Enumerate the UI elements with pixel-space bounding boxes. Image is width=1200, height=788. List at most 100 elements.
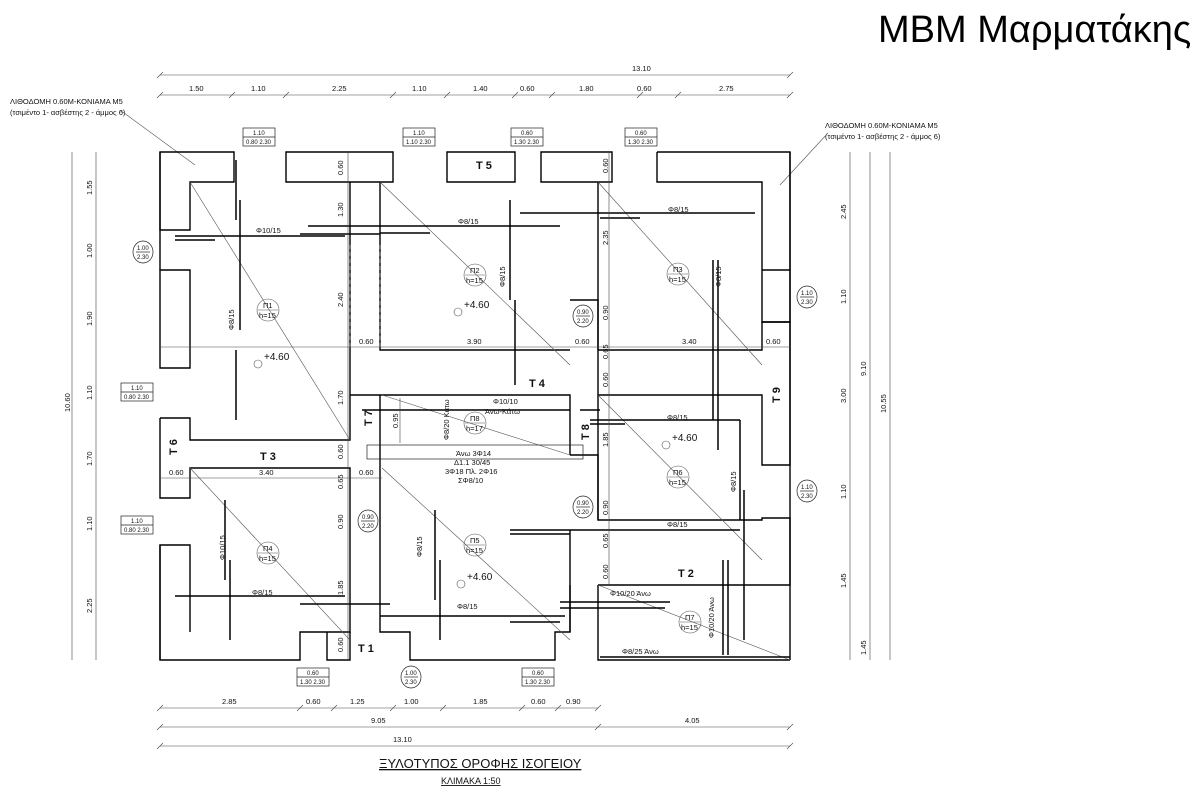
svg-text:Άνω-Κάτω: Άνω-Κάτω: [485, 407, 520, 416]
svg-text:0.90: 0.90: [577, 310, 589, 316]
svg-text:0.60: 0.60: [635, 131, 647, 137]
svg-text:1.10: 1.10: [839, 289, 848, 304]
walls: [159, 151, 791, 661]
svg-text:0.60: 0.60: [359, 337, 374, 346]
svg-text:Τ 9: Τ 9: [771, 387, 783, 403]
svg-text:0.80 2.30: 0.80 2.30: [124, 395, 150, 401]
svg-text:0.60: 0.60: [766, 337, 781, 346]
svg-text:0.90: 0.90: [362, 515, 374, 521]
slab-tag: Π8h=17: [463, 411, 487, 435]
svg-text:1.00: 1.00: [405, 671, 417, 677]
svg-text:h=15: h=15: [259, 311, 276, 320]
beam-labels: Τ 1 Τ 2 Τ 3 Τ 4 Τ 5 Τ 6 Τ 7 Τ 8 Τ 9: [168, 160, 783, 655]
svg-text:10.60: 10.60: [63, 393, 72, 412]
svg-text:1.80: 1.80: [579, 84, 594, 93]
svg-text:2.35: 2.35: [601, 230, 610, 245]
svg-text:+4.60: +4.60: [467, 572, 493, 583]
svg-text:2.30: 2.30: [801, 494, 813, 500]
svg-text:Φ8/15: Φ8/15: [252, 588, 273, 597]
svg-text:1.25: 1.25: [350, 697, 365, 706]
svg-text:Φ8/15: Φ8/15: [415, 536, 424, 557]
svg-text:9.10: 9.10: [859, 361, 868, 376]
rebar-lines: [175, 160, 790, 658]
svg-text:ΛΙΘΟΔΟΜΗ 0.60Μ-ΚΟΝΙΑΜΑ Μ5: ΛΙΘΟΔΟΜΗ 0.60Μ-ΚΟΝΙΑΜΑ Μ5: [825, 121, 938, 130]
svg-text:Φ8/15: Φ8/15: [667, 413, 688, 422]
svg-text:Τ 5: Τ 5: [476, 160, 492, 172]
svg-text:1.70: 1.70: [85, 451, 94, 466]
svg-text:Φ10/15: Φ10/15: [218, 535, 227, 560]
svg-text:2.45: 2.45: [839, 204, 848, 219]
svg-text:Π1: Π1: [263, 301, 273, 310]
svg-text:10.55: 10.55: [879, 394, 888, 413]
svg-text:1.85: 1.85: [601, 432, 610, 447]
svg-text:Φ8/15: Φ8/15: [457, 602, 478, 611]
svg-text:3Φ18 Πλ. 2Φ16: 3Φ18 Πλ. 2Φ16: [445, 467, 497, 476]
svg-text:0.90: 0.90: [577, 501, 589, 507]
svg-text:2.20: 2.20: [577, 510, 589, 516]
svg-text:1.00: 1.00: [137, 246, 149, 252]
interior-dimensions: 0.60 1.30 2.40 1.70 0.60 0.65 0.90 1.85 …: [160, 152, 790, 660]
svg-text:1.40: 1.40: [473, 84, 488, 93]
svg-text:Άνω 3Φ14: Άνω 3Φ14: [456, 449, 491, 458]
svg-text:Π4: Π4: [263, 544, 273, 553]
svg-text:2.30: 2.30: [801, 300, 813, 306]
svg-text:0.60: 0.60: [307, 671, 319, 677]
svg-text:3.40: 3.40: [682, 337, 697, 346]
svg-text:0.65: 0.65: [601, 533, 610, 548]
svg-text:1.00: 1.00: [85, 243, 94, 258]
svg-text:+4.60: +4.60: [464, 300, 490, 311]
svg-text:2.25: 2.25: [332, 84, 347, 93]
svg-text:0.65: 0.65: [336, 474, 345, 489]
svg-text:Τ 1: Τ 1: [358, 643, 374, 655]
svg-text:1.10: 1.10: [131, 519, 143, 525]
slab-diagonals: [189, 181, 791, 661]
svg-text:Φ10/10: Φ10/10: [493, 397, 518, 406]
svg-text:1.85: 1.85: [336, 580, 345, 595]
svg-text:0.60: 0.60: [575, 337, 590, 346]
svg-text:Τ 2: Τ 2: [678, 568, 694, 580]
drawing-scale: ΚΛΙΜΑΚΑ 1:50: [441, 776, 501, 786]
svg-text:0.60: 0.60: [336, 160, 345, 175]
svg-text:13.10: 13.10: [393, 735, 412, 744]
svg-text:Φ10/20 Άνω: Φ10/20 Άνω: [610, 589, 651, 598]
slab-tag: Π2h=15: [463, 263, 487, 287]
svg-text:1.10 2.30: 1.10 2.30: [406, 140, 432, 146]
slab-tag: Π1h=15: [256, 298, 280, 322]
svg-text:1.30 2.30: 1.30 2.30: [300, 680, 326, 686]
slab-tag: Π3h=15: [666, 262, 690, 286]
svg-text:0.60: 0.60: [359, 468, 374, 477]
svg-text:0.95: 0.95: [391, 413, 400, 428]
svg-text:1.10: 1.10: [85, 385, 94, 400]
svg-text:h=15: h=15: [681, 623, 698, 632]
slab-tags: Π1h=15 Π2h=15 Π3h=15 Π8h=17 Π6h=15 Π4h=1…: [256, 262, 702, 634]
masonry-note-left: ΛΙΘΟΔΟΜΗ 0.60Μ-ΚΟΝΙΑΜΑ Μ5 (τσιμέντο 1- α…: [10, 97, 196, 166]
slab-tag: Π5h=15: [463, 533, 487, 557]
svg-text:0.60: 0.60: [531, 697, 546, 706]
svg-text:1.10: 1.10: [839, 484, 848, 499]
svg-text:h=17: h=17: [466, 424, 483, 433]
svg-text:0.60: 0.60: [306, 697, 321, 706]
svg-text:Τ 8: Τ 8: [580, 424, 592, 440]
svg-text:h=15: h=15: [466, 546, 483, 555]
left-dimensions: 10.60 1.55 1.00 1.90 1.10 1.70 1.10 2.25: [63, 152, 97, 660]
svg-text:3.90: 3.90: [467, 337, 482, 346]
elevation-marks: +4.60 +4.60 +4.60 +4.60: [253, 300, 698, 589]
svg-text:ΣΦ8/10: ΣΦ8/10: [458, 476, 483, 485]
svg-text:Φ8/15: Φ8/15: [668, 205, 689, 214]
brand-title: ΜΒΜ Μαρματάκης: [878, 9, 1191, 51]
svg-text:2.30: 2.30: [137, 255, 149, 261]
svg-text:Π8: Π8: [470, 414, 480, 423]
svg-text:0.60: 0.60: [521, 131, 533, 137]
beam-note: Άνω 3Φ14 Δ1.1 30/45 3Φ18 Πλ. 2Φ16 ΣΦ8/10: [445, 449, 497, 485]
svg-text:Π2: Π2: [470, 266, 480, 275]
svg-text:Φ10/15: Φ10/15: [256, 226, 281, 235]
svg-text:h=15: h=15: [669, 275, 686, 284]
masonry-note-right: ΛΙΘΟΔΟΜΗ 0.60Μ-ΚΟΝΙΑΜΑ Μ5 (τσιμέντο 1- α…: [779, 121, 941, 186]
slab-tag: Π6h=15: [666, 465, 690, 489]
svg-text:2.20: 2.20: [362, 524, 374, 530]
svg-text:1.50: 1.50: [189, 84, 204, 93]
svg-text:1.10: 1.10: [413, 131, 425, 137]
svg-text:1.10: 1.10: [131, 386, 143, 392]
svg-text:Π7: Π7: [685, 613, 695, 622]
